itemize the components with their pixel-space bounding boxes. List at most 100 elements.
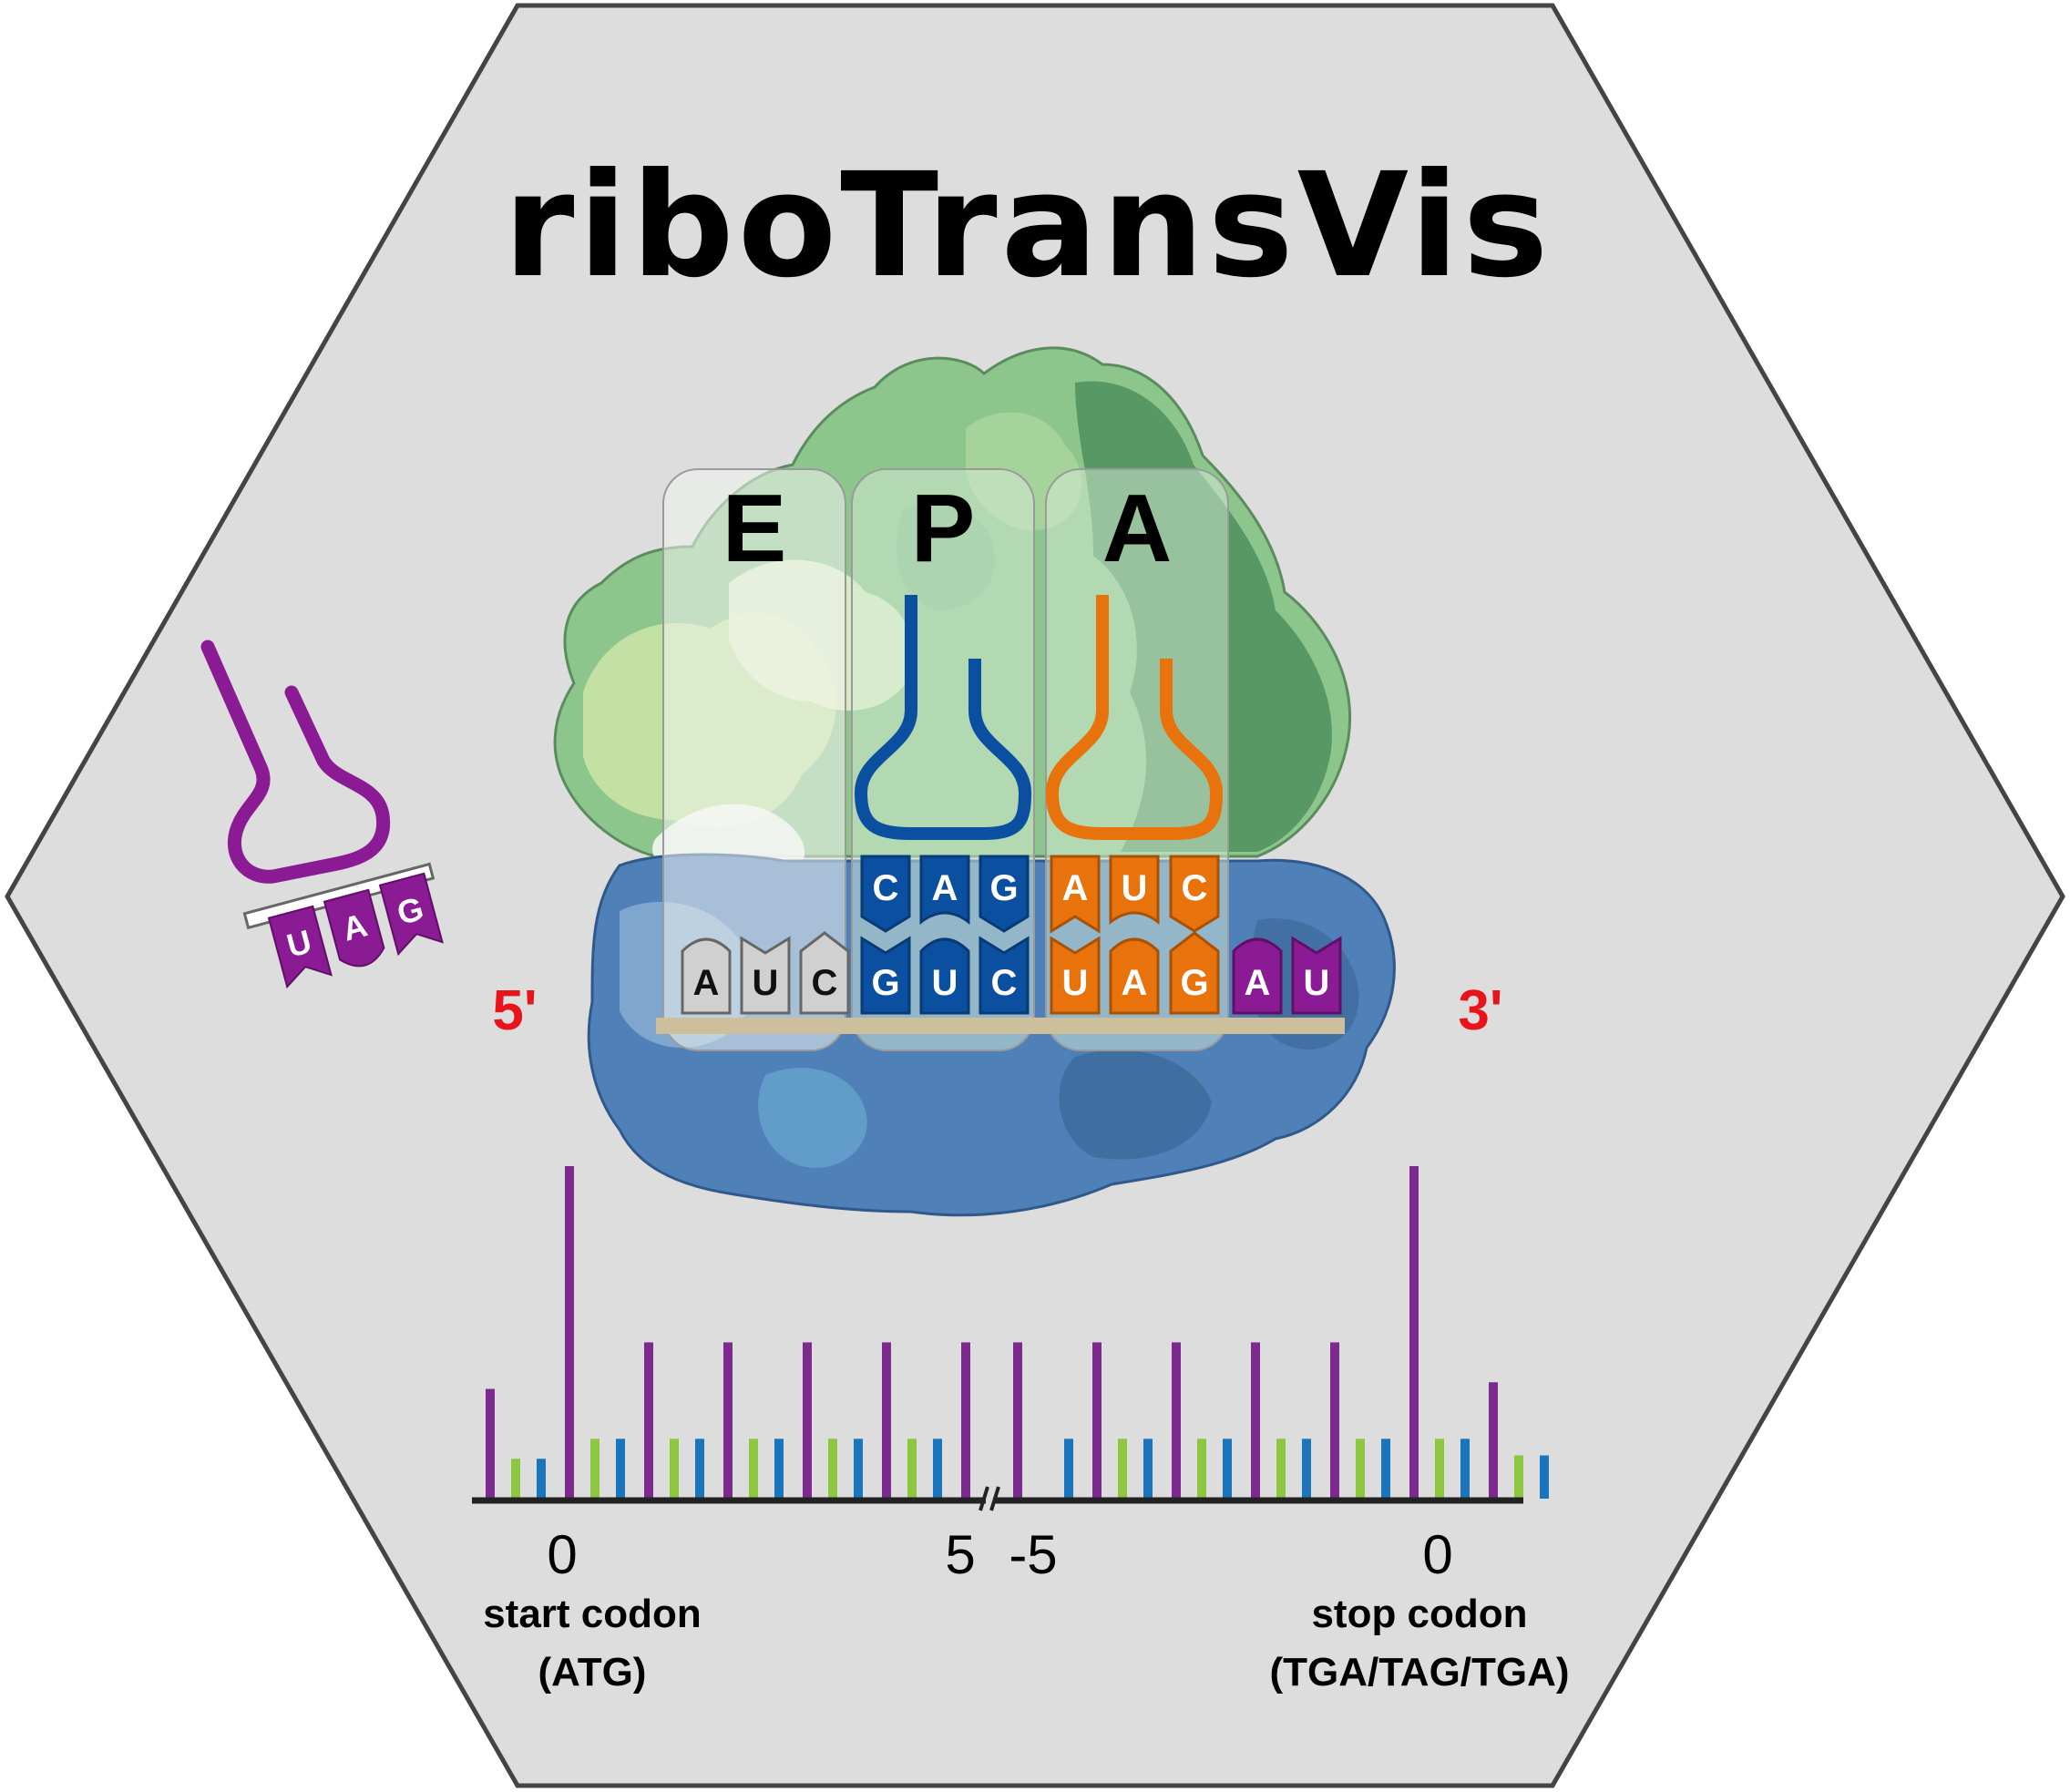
- a-anticodon-tile: [1109, 855, 1160, 926]
- stop-codon-label: stop codon: [1311, 1592, 1527, 1636]
- left-bar-frame0-pos2: [723, 1342, 733, 1499]
- mrna-nucleotide-tile: [799, 931, 850, 1015]
- stop-codon-sequences: (TGA/TAG/TGA): [1269, 1650, 1569, 1695]
- left-bar-frame1-pos1: [670, 1439, 679, 1499]
- left-bar-frame1-pos4: [907, 1439, 917, 1499]
- site-panels: [662, 468, 1229, 1051]
- a-anticodon-label: A: [1062, 868, 1089, 908]
- three-prime-label: 3': [1458, 979, 1502, 1042]
- right-bar-frame1-pos0: [1435, 1439, 1444, 1499]
- a-site-label: A: [1102, 475, 1173, 582]
- right-bar-frame0-pos-4: [1092, 1342, 1102, 1499]
- right-bar-frame0-pos-3: [1172, 1342, 1181, 1499]
- start-codon-label: start codon: [483, 1592, 702, 1636]
- mrna-nucleotide-label: G: [871, 963, 899, 1003]
- right-bar-frame1-pos-4: [1118, 1439, 1127, 1499]
- mrna-nucleotide-label: A: [1122, 963, 1148, 1003]
- right-bar-frame2-pos-4: [1143, 1439, 1153, 1499]
- right-bar-frame0-pos-2: [1251, 1342, 1260, 1499]
- a-anticodon-tile: [1169, 855, 1220, 933]
- mrna-nucleotide-tile: [1232, 937, 1283, 1015]
- right-bar-frame2-pos-1: [1381, 1439, 1390, 1499]
- left-bar-frame0-pos-1: [486, 1388, 495, 1499]
- left-bar-frame1-pos3: [828, 1439, 837, 1499]
- right-bar-frame1-pos-2: [1276, 1439, 1286, 1499]
- left-bar-frame2-pos1: [695, 1439, 704, 1499]
- right-bar-frame2-pos-2: [1302, 1439, 1311, 1499]
- axis-break-mark: [979, 1486, 1000, 1511]
- mrna-nucleotide-label: U: [1062, 963, 1089, 1003]
- left-bar-frame0-pos4: [882, 1342, 891, 1499]
- a-site-trna: [1045, 595, 1224, 840]
- left-bar-frame2-pos-1: [537, 1459, 546, 1499]
- p-site-label: P: [911, 475, 976, 582]
- a-anticodon-tile: [1050, 855, 1101, 934]
- right-bar-frame0-pos-1: [1330, 1342, 1339, 1499]
- left-bar-frame0-pos5: [961, 1342, 970, 1499]
- right-bar-frame0-pos-5: [1013, 1342, 1022, 1499]
- left-bar-frame0-pos3: [803, 1342, 812, 1499]
- mrna-nucleotide-tile: [740, 936, 791, 1015]
- right-bar-frame1-pos-3: [1197, 1439, 1206, 1499]
- mrna-nucleotide-tile: [1291, 936, 1342, 1015]
- app-title: riboTransVis: [504, 142, 1552, 310]
- left-bar-frame0-pos1: [644, 1342, 653, 1499]
- right-bar-frame2-pos-5: [1064, 1439, 1073, 1499]
- p-site-trna: [854, 595, 1032, 840]
- p-anticodon-label: A: [932, 868, 958, 908]
- release-factor-tile: [323, 888, 385, 968]
- right-bar-frame1-pos1: [1514, 1455, 1523, 1499]
- left-bar-frame2-pos0: [616, 1439, 625, 1499]
- mrna-nucleotide-tile: [1050, 936, 1101, 1015]
- a-anticodon-label: U: [1122, 868, 1148, 908]
- right-bar-frame0-pos1: [1489, 1382, 1498, 1499]
- release-factor-nucleotide: A: [323, 888, 385, 968]
- p-anticodon-label: G: [989, 868, 1018, 908]
- mrna-nucleotide-label: A: [1245, 963, 1271, 1003]
- a-anticodon-label: C: [1182, 868, 1208, 908]
- left-bar-frame1-pos2: [749, 1439, 758, 1499]
- left-bar-frame1-pos-1: [511, 1459, 520, 1499]
- mrna-nucleotide-tile: [1169, 931, 1220, 1015]
- mrna-nucleotide-label: C: [991, 963, 1018, 1003]
- mrna-nucleotide-label: A: [693, 963, 720, 1003]
- mrna-nucleotide-label: C: [812, 963, 838, 1003]
- p-anticodon-tile: [979, 855, 1030, 933]
- right-bar-frame2-pos0: [1460, 1439, 1470, 1499]
- mrna-nucleotide-tile: [681, 937, 732, 1015]
- right-bar-frame1-pos-1: [1356, 1439, 1365, 1499]
- start-codon-sequence: (ATG): [538, 1650, 647, 1695]
- mrna-backbone: [656, 1018, 1345, 1034]
- left-bar-frame2-pos3: [854, 1439, 863, 1499]
- left-bar-frame0-pos0: [565, 1166, 574, 1499]
- tick-stop-zero: 0: [1422, 1524, 1452, 1585]
- mrna-nucleotide-tile: [860, 936, 911, 1015]
- metagene-chart: [486, 1166, 1549, 1499]
- tick-right-minus-five: -5: [1009, 1524, 1057, 1585]
- tick-left-five: 5: [945, 1524, 975, 1585]
- left-bar-frame1-pos0: [590, 1439, 599, 1499]
- mrna-nucleotide-tile: [919, 937, 970, 1015]
- release-factor-nucleotide: U: [267, 905, 333, 989]
- mrna-nucleotide-tile: [1109, 937, 1160, 1015]
- p-anticodon-tile: [860, 855, 911, 933]
- release-factor-tile: [378, 872, 444, 957]
- release-factor-tile: [267, 905, 333, 989]
- mrna-nucleotide-tile: [979, 936, 1030, 1015]
- mrna-nucleotide-label: U: [1304, 963, 1330, 1003]
- e-site-label: E: [722, 475, 787, 582]
- mrna-nucleotide-label: U: [932, 963, 958, 1003]
- mrna-nucleotide-label: G: [1180, 963, 1208, 1003]
- mrna-nucleotide-label: U: [753, 963, 779, 1003]
- p-anticodon-label: C: [873, 868, 899, 908]
- right-bar-frame0-pos0: [1409, 1166, 1419, 1499]
- tick-start-zero: 0: [547, 1524, 577, 1585]
- release-factor-nucleotide: G: [378, 872, 444, 957]
- p-anticodon-tile: [919, 855, 970, 926]
- left-bar-frame2-pos2: [774, 1439, 784, 1499]
